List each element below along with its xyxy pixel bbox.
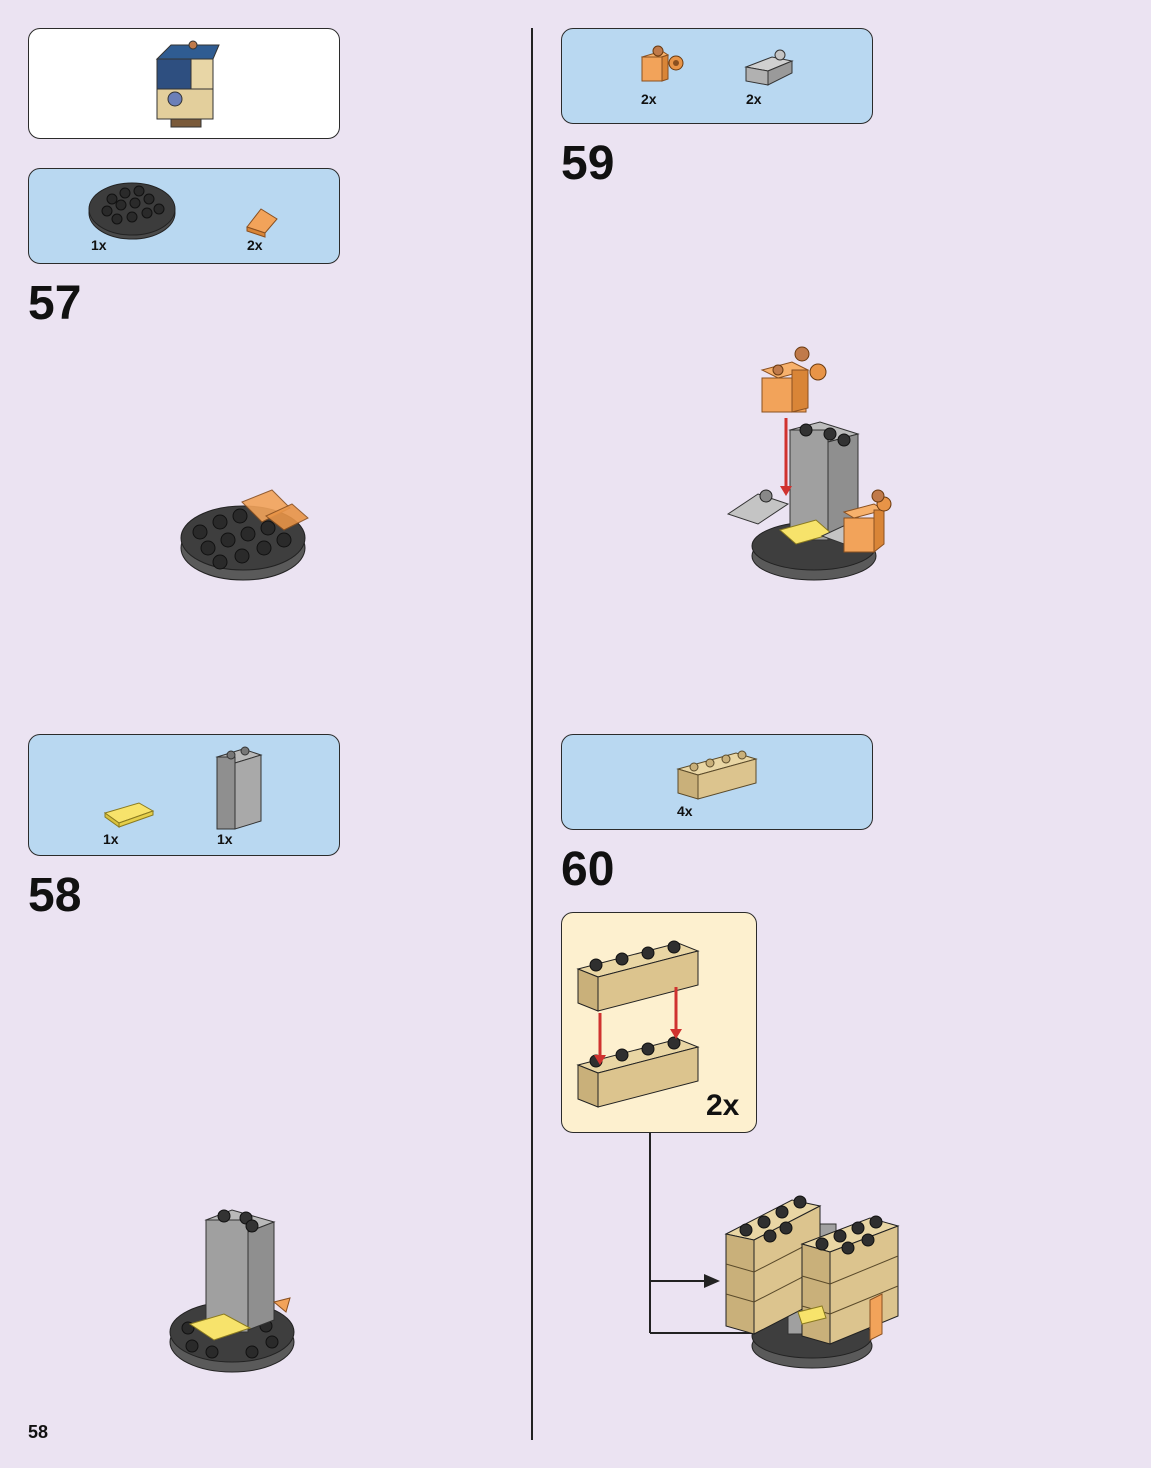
step-58-build-illustration (168, 1206, 298, 1374)
step-60-part-1-qty: 4x (677, 803, 693, 819)
completed-build-preview (28, 28, 340, 139)
step-58-part-1-qty: 1x (103, 831, 119, 847)
step-60-build-illustration (722, 1184, 902, 1374)
step-59-parts-panel: 2x 2x (561, 28, 873, 124)
step-60-number: 60 (561, 846, 614, 894)
step-60-parts-panel: 4x (561, 734, 873, 830)
step-57-parts-panel: 1x 2x (28, 168, 340, 264)
step-59-part-1-qty: 2x (641, 91, 657, 107)
step-58-parts-panel: 1x 1x (28, 734, 340, 856)
gray-tall-brick-icon (213, 743, 265, 831)
orange-clip-brick-icon (636, 41, 690, 89)
gray-slope-icon (742, 45, 796, 89)
step-57-build-illustration (180, 482, 310, 586)
subassembly-qty: 2x (706, 1089, 739, 1123)
yellow-tile-icon (103, 799, 155, 829)
step-57-number: 57 (28, 280, 81, 328)
step-59-build-illustration (724, 346, 904, 584)
step-58-number: 58 (28, 872, 81, 920)
tan-brick-stack-illustration (574, 929, 704, 1119)
orange-slope-icon (243, 205, 281, 237)
step-59-number: 59 (561, 140, 614, 188)
column-divider (531, 28, 533, 1440)
step-57-part-1-qty: 1x (91, 237, 107, 253)
step-59-part-2-qty: 2x (746, 91, 762, 107)
step-57-part-2-qty: 2x (247, 237, 263, 253)
dark-gray-round-plate-icon (87, 177, 177, 241)
page-number: 58 (28, 1422, 48, 1443)
step-60-subassembly-panel: 2x (561, 912, 757, 1133)
tan-1x4-brick-icon (674, 743, 760, 803)
step-58-part-2-qty: 1x (217, 831, 233, 847)
minifig-head-build-icon (147, 37, 227, 133)
